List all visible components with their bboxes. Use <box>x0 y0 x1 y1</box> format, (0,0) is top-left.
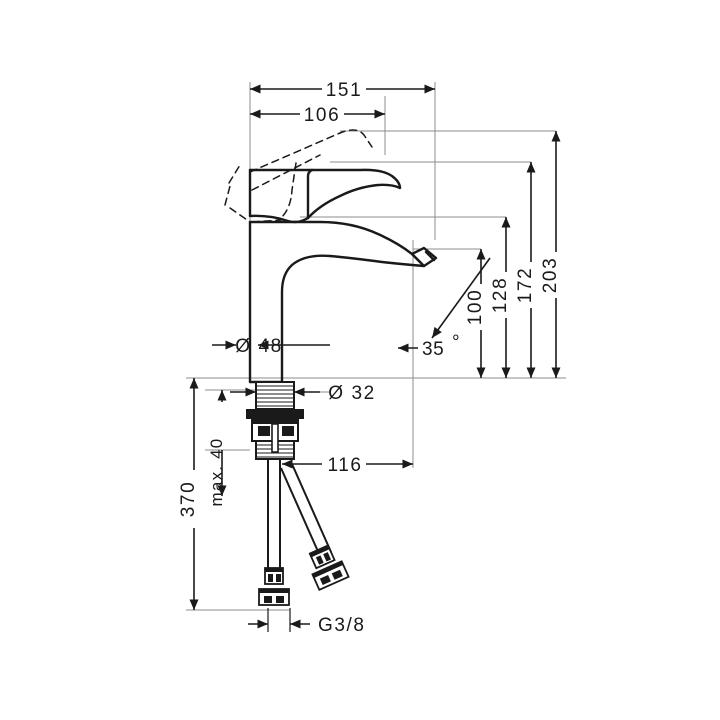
hose-fitting-angled <box>308 544 350 592</box>
dimension-max-40: max. 40 <box>207 390 227 507</box>
dimension-172: 172 <box>515 162 536 378</box>
dimension-203-label: 203 <box>540 257 561 294</box>
dimension-116-label: 116 <box>327 455 362 476</box>
dimension-angle-35-label: 35 <box>422 339 444 360</box>
dimension-128-label: 128 <box>490 277 511 314</box>
dimension-max-40-label: max. 40 <box>207 438 226 507</box>
faucet-outline <box>224 129 438 384</box>
dimension-thread-g38: G3/8 <box>248 608 366 636</box>
faucet-body-spout <box>248 220 438 384</box>
dimension-116: 116 <box>282 455 413 476</box>
dimension-172-label: 172 <box>515 267 536 304</box>
dimension-diameter-48-label: Ø 48 <box>235 336 283 357</box>
dimension-128: 128 <box>490 217 511 378</box>
dimension-angle-35: 35 ° <box>398 257 491 360</box>
dimension-203: 203 <box>540 131 561 378</box>
dimension-thread-g38-label: G3/8 <box>318 615 366 636</box>
degree-symbol-icon: ° <box>452 332 460 353</box>
hose-fitting-vertical <box>258 567 290 606</box>
dimension-151-label: 151 <box>326 80 363 101</box>
dimension-370: 370 <box>178 378 199 610</box>
dimension-106-label: 106 <box>304 105 341 126</box>
dimension-106: 106 <box>250 105 385 126</box>
lever-handle <box>248 168 402 224</box>
dimension-diameter-32: Ø 32 <box>230 383 376 404</box>
dimension-diameter-48: Ø 48 <box>212 336 330 357</box>
hose-angled <box>280 463 332 557</box>
hose-vertical <box>267 459 281 568</box>
dimension-151: 151 <box>250 80 435 101</box>
dimension-370-label: 370 <box>178 481 199 518</box>
dimension-100-label: 100 <box>465 289 486 326</box>
dimension-diameter-32-value: Ø 32 <box>328 383 376 404</box>
supply-hoses <box>258 459 350 606</box>
dimension-100: 100 <box>465 249 486 378</box>
mounting-assembly <box>246 381 304 460</box>
lever-open-dashed <box>224 129 373 223</box>
